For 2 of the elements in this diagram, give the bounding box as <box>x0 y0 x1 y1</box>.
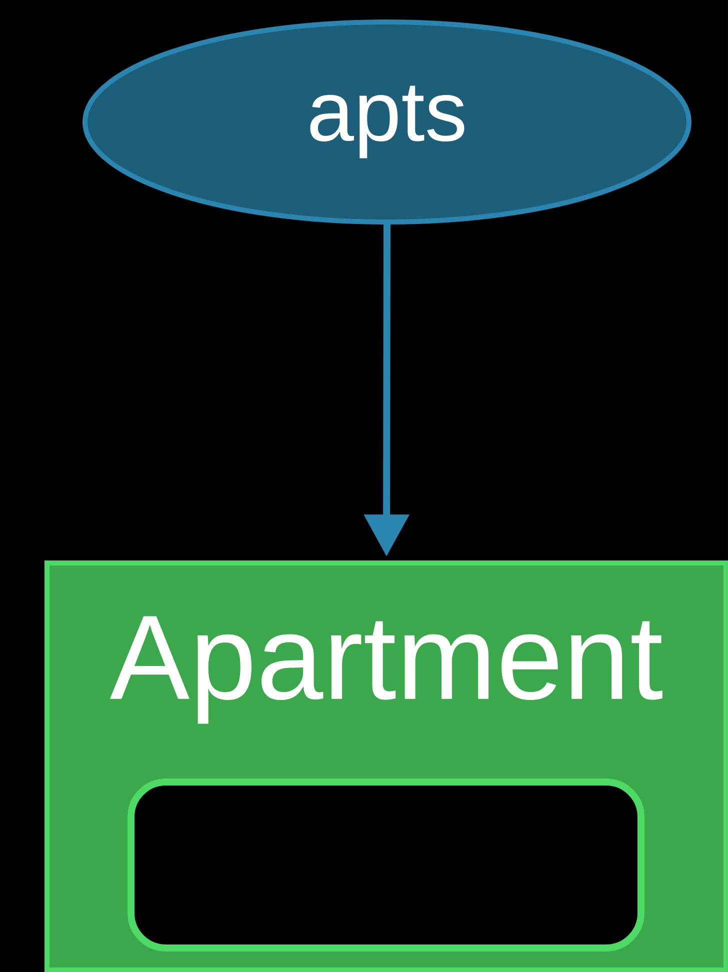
oval-node: apts <box>82 20 692 224</box>
rounded-box <box>128 778 644 952</box>
